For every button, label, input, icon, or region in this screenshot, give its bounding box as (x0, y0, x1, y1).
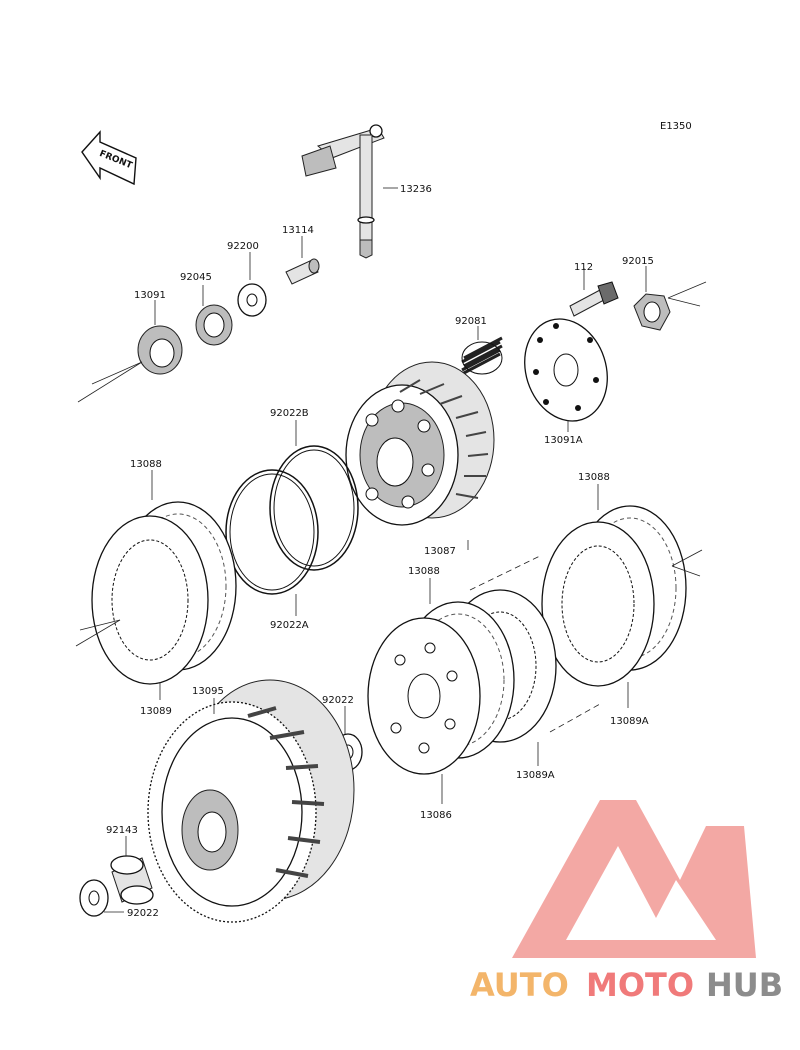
callout-13088-right: 13088 (578, 472, 610, 483)
callout-92022-bottom: 92022 (127, 908, 159, 919)
callout-13095: 13095 (192, 686, 224, 697)
callout-112: 112 (574, 262, 593, 273)
washer-92200 (237, 283, 267, 317)
washer-92022-bottom (79, 879, 109, 917)
callout-13114: 13114 (282, 225, 314, 236)
callout-92022B: 92022B (270, 408, 309, 419)
ring-92022B (269, 445, 359, 571)
diagram-code: E1350 (660, 121, 692, 132)
callout-92022-mid: 92022 (322, 695, 354, 706)
steel-plate-13089A-right (541, 521, 655, 687)
callout-92015: 92015 (622, 256, 654, 267)
callout-13086: 13086 (420, 810, 452, 821)
callout-92081: 92081 (455, 316, 487, 327)
steel-plate-13089-left (91, 515, 209, 685)
callout-92200: 92200 (227, 241, 259, 252)
bolt-112 (569, 281, 619, 317)
front-arrow-icon: FRONT (81, 130, 137, 186)
nut-92015 (633, 293, 671, 331)
callout-13088-left: 13088 (130, 459, 162, 470)
callout-92045: 92045 (180, 272, 212, 283)
automotohub-logo (512, 800, 756, 958)
callout-13091: 13091 (134, 290, 166, 301)
ring-92022A (225, 469, 319, 595)
callout-13087: 13087 (424, 546, 456, 557)
release-shaft-13236 (301, 124, 385, 259)
pressure-plate-13091A (524, 318, 608, 422)
watermark-auto: AUTO (470, 966, 569, 1004)
clutch-housing-13095 (147, 679, 355, 923)
callout-13236: 13236 (400, 184, 432, 195)
callout-13089A-right: 13089A (610, 716, 649, 727)
watermark-moto: MOTO (586, 966, 694, 1004)
watermark-hub: HUB (706, 966, 783, 1004)
callout-92143: 92143 (106, 825, 138, 836)
clutch-hub-13087 (345, 361, 495, 526)
callout-13089A-mid: 13089A (516, 770, 555, 781)
spring-92081 (461, 336, 503, 376)
holder-13091 (137, 325, 183, 375)
callout-13088-mid: 13088 (408, 566, 440, 577)
pushrod-13114 (285, 258, 320, 285)
bearing-92045 (195, 304, 233, 346)
pressure-plate-13086 (367, 617, 481, 775)
callout-13091A: 13091A (544, 435, 583, 446)
callout-13089-left: 13089 (140, 706, 172, 717)
callout-92022A: 92022A (270, 620, 309, 631)
sleeve-92143 (110, 855, 154, 905)
